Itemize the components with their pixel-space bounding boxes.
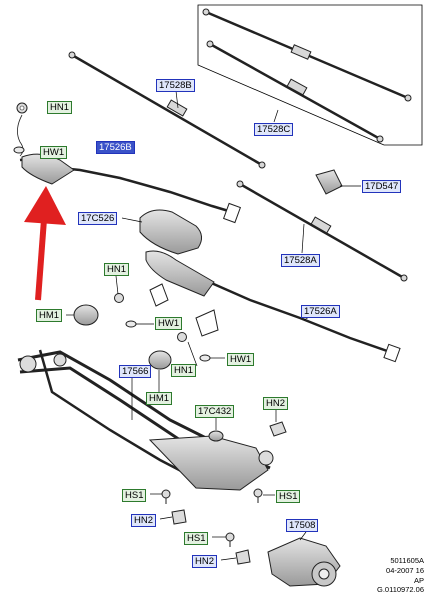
callout-hm1-low[interactable]: HM1 (146, 392, 173, 405)
cover-17d547 (315, 169, 343, 195)
figure-code: 5011605A (390, 556, 424, 565)
nut-hn2-bottom (235, 549, 251, 565)
callout-17528a[interactable]: 17528A (281, 254, 320, 267)
grommet-hm1-left (73, 304, 99, 326)
callout-hs1-left[interactable]: HS1 (122, 489, 147, 502)
screw-hs1-right (253, 488, 263, 503)
callout-17c526[interactable]: 17C526 (78, 212, 118, 225)
nut-hn1-mid (114, 293, 124, 303)
figure-date: 04-2007 16 (386, 566, 424, 575)
grommet-hm1-low (148, 350, 172, 370)
callout-hn2-bottom[interactable]: HN2 (192, 555, 218, 568)
callout-hw1-top[interactable]: HW1 (40, 146, 68, 159)
callout-17528b[interactable]: 17528B (156, 79, 195, 92)
callout-17528c[interactable]: 17528C (254, 123, 294, 136)
red-arrow (24, 186, 66, 301)
callout-hn2-left[interactable]: HN2 (131, 514, 157, 527)
washer-hw1-mid (125, 320, 137, 328)
figure-region: AP (413, 576, 424, 585)
wiper-blade-17528a (236, 180, 408, 282)
bracket-hn1-mid (149, 283, 219, 337)
wiper-blade-17528b (68, 51, 266, 169)
callout-hn1-low[interactable]: HN1 (171, 364, 197, 377)
figure-reference: G.0110972.06 (377, 585, 424, 594)
washer-hw1-right (199, 354, 211, 362)
callout-hs1-bottom[interactable]: HS1 (184, 532, 209, 545)
nut-hn2-left (171, 509, 187, 525)
wiper-blade-17528c-lower (206, 40, 384, 143)
wiper-arm-17526b (19, 153, 242, 224)
callout-17508[interactable]: 17508 (286, 519, 319, 532)
nut-hn1-low (177, 332, 187, 342)
callout-17526a[interactable]: 17526A (301, 305, 340, 318)
wiper-motor-17508 (267, 537, 341, 587)
washer-hw1-top (13, 146, 25, 154)
callout-hw1-right[interactable]: HW1 (227, 353, 255, 366)
cover-17c526 (139, 209, 202, 255)
callout-hs1-right[interactable]: HS1 (276, 490, 301, 503)
callout-hn2-right[interactable]: HN2 (263, 397, 289, 410)
callout-hn1-mid[interactable]: HN1 (104, 263, 130, 276)
callout-17566[interactable]: 17566 (119, 365, 152, 378)
callout-hw1-mid[interactable]: HW1 (155, 317, 183, 330)
callout-hn1-top[interactable]: HN1 (47, 101, 73, 114)
callout-17c432[interactable]: 17C432 (195, 405, 235, 418)
wiper-arm-17526a (145, 250, 401, 363)
screw-hs1-bottom (225, 532, 235, 547)
nut-hn1-top (16, 102, 28, 114)
wiper-linkage-17566 (17, 349, 274, 491)
callout-17d547[interactable]: 17D547 (362, 180, 402, 193)
wiper-blade-17528c-upper (202, 8, 412, 102)
bushing-17c432 (208, 430, 224, 442)
screw-hs1-left (161, 489, 171, 504)
callout-17526b[interactable]: 17526B (96, 141, 135, 154)
callout-hm1-left[interactable]: HM1 (36, 309, 63, 322)
blade-set-inset-box (197, 4, 423, 146)
nut-hn2-right (269, 421, 287, 437)
